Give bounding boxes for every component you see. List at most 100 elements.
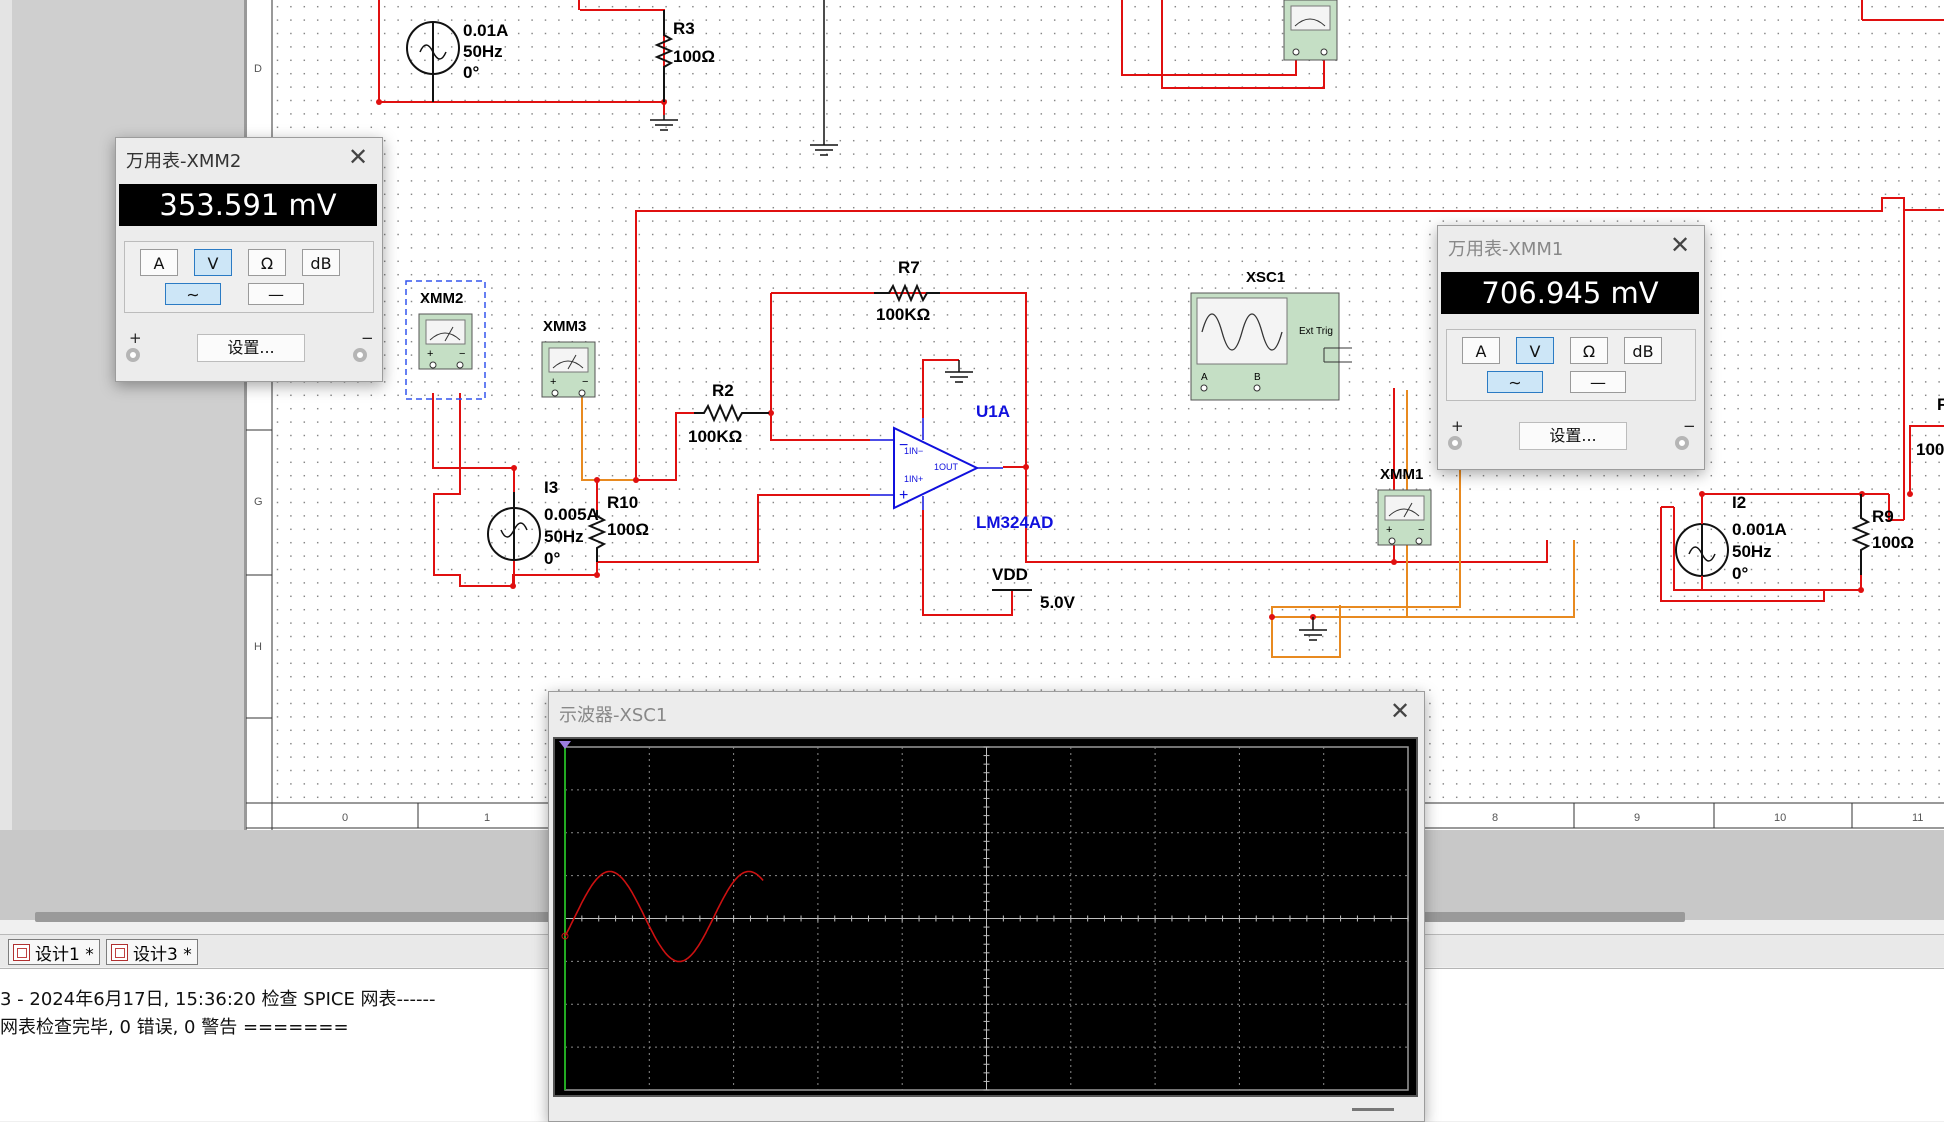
ruler-label-10: 10 (1774, 812, 1786, 824)
row-label-d: D (254, 63, 262, 75)
r3-value: 100Ω (673, 47, 715, 66)
row-label-h: H (254, 641, 262, 653)
i-top-amp: 0.01A (463, 21, 508, 40)
xmm2-voltmeter-button[interactable]: V (194, 249, 232, 276)
xmm2-ac-button[interactable]: ∼ (165, 283, 221, 305)
xmm1-ref: XMM1 (1380, 466, 1423, 483)
u1a-ref: U1A (976, 402, 1010, 421)
oscilloscope-resize-handle[interactable] (1352, 1108, 1394, 1111)
oscilloscope-plot (559, 741, 1409, 1091)
u1a-part: LM324AD (976, 513, 1053, 532)
oscilloscope-screen[interactable] (553, 737, 1418, 1097)
xmm2-settings-button[interactable]: 设置... (197, 334, 305, 362)
tab-design1[interactable]: 设计1 * (8, 939, 100, 965)
close-icon[interactable]: ✕ (1389, 697, 1411, 725)
r10-ref: R10 (607, 493, 638, 512)
r3-ref: R3 (673, 19, 695, 38)
xsc1-ch-a: A (1201, 372, 1208, 383)
r2-value: 100KΩ (688, 427, 742, 446)
xmm2-meter-symbol[interactable]: +− (418, 313, 473, 370)
ruler-label-9: 9 (1634, 812, 1640, 824)
xmm1-ohmmeter-button[interactable]: Ω (1570, 337, 1608, 364)
resistor-r7[interactable] (874, 283, 940, 303)
xmm1-settings-button[interactable]: 设置... (1519, 422, 1627, 450)
ruler-label-8: 8 (1492, 812, 1498, 824)
current-source-i2[interactable] (1675, 494, 1729, 590)
tab-design3-label: 设计3 * (133, 944, 192, 965)
left-ruler (245, 0, 273, 830)
i2-phase: 0° (1732, 564, 1748, 583)
i3-freq: 50Hz (544, 527, 584, 546)
resistor-r3[interactable] (654, 10, 674, 102)
xmm2-dc-button[interactable]: — (248, 283, 304, 305)
svg-text:−: − (459, 348, 465, 360)
channel-a-trace (564, 870, 764, 963)
opamp-u1a[interactable]: − + 1IN− 1IN+ 1OUT (870, 418, 1003, 510)
resistor-r2[interactable] (694, 403, 769, 423)
cursor-marker-icon[interactable] (559, 741, 571, 749)
red-wires (378, 0, 1944, 616)
svg-text:+: + (899, 487, 908, 504)
xmm2-decibel-button[interactable]: dB (302, 249, 340, 276)
i2-amp: 0.001A (1732, 520, 1787, 539)
xmm1-plus-terminal[interactable] (1448, 436, 1462, 450)
xmm1-dc-button[interactable]: — (1570, 371, 1626, 393)
xmm2-plus-terminal[interactable] (126, 348, 140, 362)
r7-ref: R7 (898, 258, 920, 277)
i3-phase: 0° (544, 549, 560, 568)
xmm2-reading-display: 353.591 mV (119, 184, 377, 226)
xmm1-ammeter-button[interactable]: A (1462, 337, 1500, 364)
xmm2-minus-terminal[interactable] (353, 348, 367, 362)
schematic-file-icon (111, 943, 128, 961)
xmm2-ohmmeter-button[interactable]: Ω (248, 249, 286, 276)
xmm2-ammeter-button[interactable]: A (140, 249, 178, 276)
r-right-ref: F (1937, 395, 1944, 414)
xmm3-ref: XMM3 (543, 318, 586, 335)
xmm1-minus-terminal[interactable] (1675, 436, 1689, 450)
svg-text:1OUT: 1OUT (934, 462, 959, 472)
multimeter-xmm1-dialog: 万用表-XMM1 ✕ 706.945 mV A V Ω dB ∼ — + − 设… (1437, 225, 1705, 470)
trace-start-marker (561, 932, 569, 940)
xsc1-scope-symbol[interactable] (1190, 292, 1352, 401)
xmm1-ac-button[interactable]: ∼ (1487, 371, 1543, 393)
svg-text:−: − (582, 376, 588, 388)
ac-sine-icon: ∼ (186, 285, 200, 304)
svg-text:+: + (550, 376, 556, 388)
xmm1-reading-display: 706.945 mV (1441, 272, 1699, 314)
xsc1-ref: XSC1 (1246, 269, 1285, 286)
multimeter-xmm2-dialog: 万用表-XMM2 ✕ 353.591 mV A V Ω dB ∼ — + − 设… (115, 137, 383, 382)
close-icon[interactable]: ✕ (1669, 231, 1691, 259)
r7-value: 100KΩ (876, 305, 930, 324)
dc-line-icon: — (268, 285, 284, 304)
workspace-background (12, 0, 244, 900)
tab-design3[interactable]: 设计3 * (106, 939, 198, 965)
log-line-2: 网表检查完毕, 0 错误, 0 警告 ======= (0, 1017, 349, 1038)
current-source-top[interactable] (406, 21, 460, 102)
log-line-1: 3 - 2024年6月17日, 15:36:20 检查 SPICE 网表----… (0, 989, 436, 1010)
meter-symbol-top[interactable] (1283, 0, 1338, 61)
i-top-freq: 50Hz (463, 42, 503, 61)
resistor-r9[interactable] (1851, 494, 1871, 575)
svg-text:−: − (899, 437, 908, 454)
ruler-label-1: 1 (484, 812, 490, 824)
resistor-r10[interactable] (587, 510, 607, 562)
svg-text:1IN+: 1IN+ (904, 474, 923, 484)
xsc1-dialog-title: 示波器-XSC1 (559, 705, 668, 726)
xmm1-decibel-button[interactable]: dB (1624, 337, 1662, 364)
i3-amp: 0.005A (544, 505, 599, 524)
xmm2-minus-label: − (361, 329, 374, 347)
xmm1-voltmeter-button[interactable]: V (1516, 337, 1554, 364)
r9-ref: R9 (1872, 507, 1894, 526)
xmm3-meter-symbol[interactable]: +− (541, 341, 596, 398)
vdd-value: 5.0V (1040, 593, 1076, 612)
r-right-value: 100 (1916, 440, 1944, 459)
close-icon[interactable]: ✕ (347, 143, 369, 171)
xmm1-meter-symbol[interactable]: +− (1377, 489, 1432, 546)
current-source-i3[interactable] (487, 492, 541, 561)
svg-text:+: + (1386, 524, 1392, 536)
i2-ref: I2 (1732, 493, 1746, 512)
xmm2-plus-label: + (129, 329, 142, 347)
xmm2-ref: XMM2 (420, 290, 463, 307)
schematic-file-icon (13, 943, 30, 961)
xsc1-ch-b: B (1254, 372, 1261, 383)
